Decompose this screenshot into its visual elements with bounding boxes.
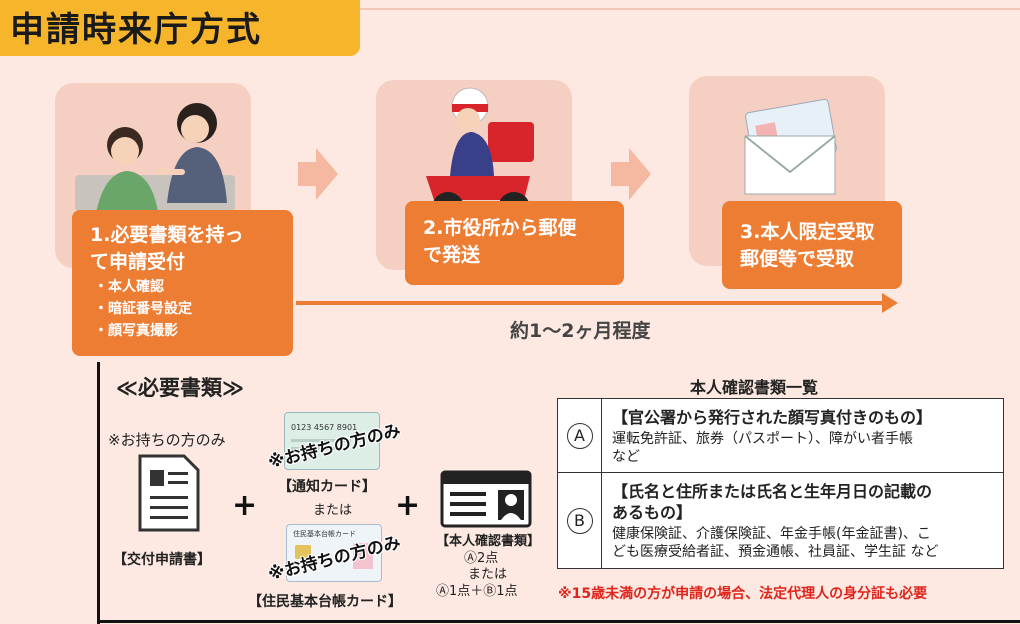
reception-staff-illustration (75, 103, 235, 218)
step-1-bullets: 本人確認 暗証番号設定 顔写真撮影 (94, 276, 279, 342)
step-1-label-line1: 1.必要書類を持っ (90, 224, 244, 246)
resident-card-label: 【住民基本台帳カード】 (248, 594, 402, 610)
row-description: 健康保険証、介護保険証、年金手帳(年金証書)、こ (612, 526, 931, 542)
row-letter-cell: A (558, 399, 602, 472)
step-2-box: 2.市役所から郵便 で発送 (405, 201, 624, 285)
notice-card-image: 0123 4567 8901 (284, 412, 380, 470)
row-description: ども医療受給者証、預金通帳、社員証、学生証 など (612, 544, 939, 560)
id-list-title: 本人確認書類一覧 (690, 378, 819, 397)
top-divider (360, 8, 1020, 10)
envelope-with-card-illustration (744, 98, 837, 195)
id-card-icon (440, 470, 532, 528)
bullet-item: 顔写真撮影 (94, 320, 279, 342)
arrow-head-icon (882, 293, 898, 313)
title-tab: 申請時来庁方式 (0, 0, 360, 56)
plus-icon: + (232, 488, 258, 523)
application-form-label: 【交付申請書】 (113, 552, 211, 568)
step-1-label-line2: て申請受付 (90, 251, 186, 273)
chevron-right-icon (298, 148, 338, 200)
required-docs-heading: ≪必要書類≫ (116, 376, 244, 400)
step-1-box: 1.必要書類を持っ て申請受付 本人確認 暗証番号設定 顔写真撮影 (72, 210, 293, 356)
id-docs-rule-1: Ⓐ2点 (464, 551, 499, 566)
row-heading: あるもの】 (612, 503, 693, 522)
plus-icon: + (395, 488, 421, 523)
chevron-right-icon (611, 148, 651, 200)
warning-note: ※15歳未満の方が申請の場合、法定代理人の身分証も必要 (558, 586, 928, 602)
timeline-arrow (296, 301, 886, 305)
or-text: または (313, 503, 353, 518)
resident-card-image: 住民基本台帳カード (286, 524, 382, 582)
notice-card-number: 0123 4567 8901 (291, 423, 358, 432)
row-letter-cell: B (558, 473, 602, 568)
notice-card-label: 【通知カード】 (278, 479, 376, 495)
step-3-box: 3.本人限定受取 郵便等で受取 (722, 201, 902, 289)
row-description: 運転免許証、旅券（パスポート）、障がい者手帳 (612, 431, 913, 447)
photo-icon (353, 543, 373, 569)
bullet-item: 本人確認 (94, 276, 279, 298)
period-label: 約1～2ヶ月程度 (510, 320, 651, 342)
table-row: A 【官公署から発行された顔写真付きのもの】 運転免許証、旅券（パスポート）、障… (558, 399, 1003, 473)
page-title: 申請時来庁方式 (10, 10, 262, 50)
step-2-label-line1: 2.市役所から郵便 (423, 217, 577, 239)
row-heading: 【氏名と住所または氏名と生年月日の記載の (612, 482, 933, 501)
step-2-label-line2: で発送 (423, 244, 481, 266)
document-icon (138, 454, 200, 532)
section-bracket-vertical (97, 362, 100, 624)
step-1-illustration-box (55, 83, 251, 268)
id-list-table: A 【官公署から発行された顔写真付きのもの】 運転免許証、旅券（パスポート）、障… (557, 398, 1004, 569)
id-docs-rule-or: または (468, 567, 508, 582)
step-3-label-line2: 郵便等で受取 (740, 248, 855, 270)
row-description: など (612, 449, 640, 465)
row-heading: 【官公署から発行された顔写真付きのもの】 (612, 408, 933, 427)
id-docs-rule-2: Ⓐ1点＋Ⓑ1点 (436, 584, 518, 599)
section-bracket-horizontal (97, 620, 1020, 623)
only-note: ※お持ちの方のみ (108, 431, 226, 449)
bullet-item: 暗証番号設定 (94, 298, 279, 320)
chip-icon (295, 545, 311, 559)
id-docs-label: 【本人確認書類】 (436, 534, 541, 549)
step-3-label-line1: 3.本人限定受取 (740, 221, 875, 243)
table-row: B 【氏名と住所または氏名と生年月日の記載の あるもの】 健康保険証、介護保険証… (558, 473, 1003, 568)
resident-card-title: 住民基本台帳カード (293, 530, 356, 538)
circled-letter: B (566, 507, 593, 534)
circled-letter: A (566, 422, 593, 449)
